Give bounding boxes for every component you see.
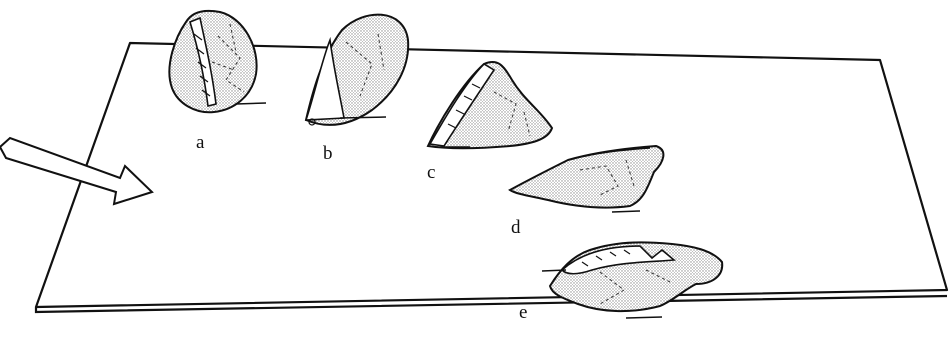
label-c: c bbox=[427, 163, 435, 182]
label-d: d bbox=[511, 218, 521, 237]
label-a: a bbox=[196, 133, 204, 152]
shape-b-base-mark bbox=[340, 117, 386, 118]
label-b: b bbox=[323, 144, 333, 163]
label-e: e bbox=[519, 303, 527, 322]
shape-d-base-mark bbox=[612, 211, 640, 212]
shape-e-base-mark bbox=[626, 317, 662, 318]
shape-a-base-mark bbox=[236, 103, 266, 104]
shape-e-side-mark bbox=[542, 270, 566, 271]
